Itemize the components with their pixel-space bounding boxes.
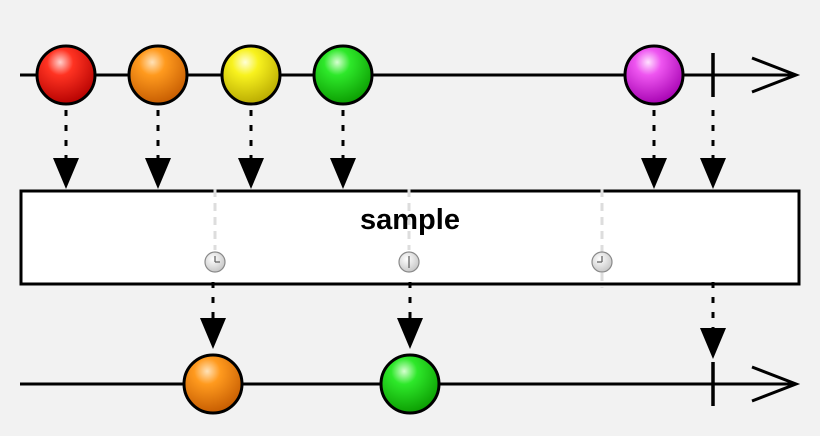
- input-marbles: [35, 44, 685, 106]
- output-arrows: [200, 282, 726, 359]
- input-arrow: [330, 110, 356, 189]
- input-arrow: [641, 110, 667, 189]
- input-completion-arrow: [700, 110, 726, 189]
- marble-orange: [127, 44, 189, 106]
- output-marbles: [182, 353, 441, 415]
- output-arrow: [200, 282, 226, 349]
- input-arrow: [238, 110, 264, 189]
- marble-magenta: [623, 44, 685, 106]
- marble-green: [379, 353, 441, 415]
- clock-icon: [204, 251, 226, 273]
- input-arrow: [53, 110, 79, 189]
- input-arrow: [145, 110, 171, 189]
- output-completion-arrow: [700, 282, 726, 359]
- input-arrows: [53, 110, 726, 189]
- clock-icon: [398, 251, 420, 273]
- output-arrow: [397, 282, 423, 349]
- input-timeline-arrowhead: [751, 56, 801, 94]
- marble-red: [35, 44, 97, 106]
- clock-icon: [591, 251, 613, 273]
- marble-yellow: [220, 44, 282, 106]
- marble-green: [312, 44, 374, 106]
- operator-box: sample: [19, 189, 801, 288]
- output-timeline-arrowhead: [751, 365, 801, 403]
- marble-orange: [182, 353, 244, 415]
